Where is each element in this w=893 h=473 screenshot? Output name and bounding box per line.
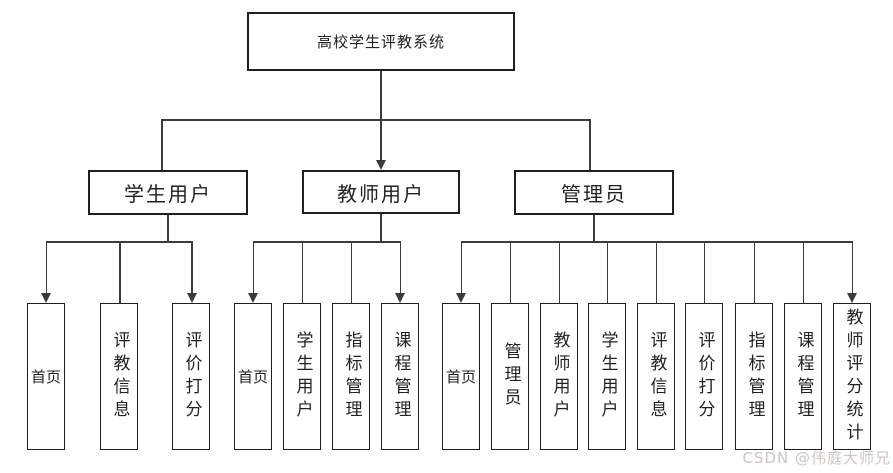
node-teacher-score-stats: 教师评分统计: [833, 303, 871, 450]
node-admin: 管理员: [514, 170, 674, 215]
node-indicator-mgmt: 指标管理: [332, 303, 370, 450]
node-teacher-home-label: 首页: [237, 368, 268, 386]
arrowhead-student-home: [41, 293, 51, 303]
node-eval-info-label: 评教信息: [109, 330, 130, 423]
node-rating-score: 评价打分: [172, 303, 210, 450]
node-admin-course-mgmt: 课程管理: [784, 303, 822, 450]
connector-student-stub: [167, 215, 169, 242]
node-admin-home: 首页: [442, 303, 480, 450]
connector-root-horizontal: [162, 119, 590, 121]
node-teacher-score-stats-label: 教师评分统计: [842, 307, 863, 446]
arrowhead-admin-home: [456, 293, 466, 303]
connector-student-child-2: [119, 241, 121, 303]
node-admin-teacher-user: 教师用户: [540, 303, 578, 450]
connector-admin-child-1: [460, 241, 462, 293]
node-admin-home-label: 首页: [445, 368, 476, 386]
node-admin-indicator-mgmt: 指标管理: [735, 303, 773, 450]
node-student-home: 首页: [27, 303, 65, 450]
connector-admin-child-7: [753, 241, 755, 303]
node-teacher-user: 教师用户: [302, 170, 460, 214]
node-admin-label: 管理员: [561, 182, 627, 206]
connector-student-child-3: [191, 241, 193, 293]
node-rating-score-label: 评价打分: [181, 330, 202, 423]
connector-admin-child-6: [703, 241, 705, 303]
node-eval-info: 评教信息: [100, 303, 138, 450]
node-root-label: 高校学生评教系统: [316, 33, 445, 51]
connector-admin-child-2: [509, 241, 511, 303]
connector-teacher-child-3: [350, 241, 352, 303]
node-student-user: 学生用户: [88, 170, 248, 215]
node-course-mgmt: 课程管理: [381, 303, 419, 450]
connector-teacher-child-4: [399, 241, 401, 293]
node-admin-eval-info-label: 评教信息: [646, 330, 667, 423]
csdn-watermark: CSDN @伟庭大师兄: [742, 449, 891, 467]
node-admin-student-user: 学生用户: [588, 303, 626, 450]
node-root-system: 高校学生评教系统: [247, 12, 515, 71]
connector-teacher-child-2: [301, 241, 303, 303]
node-student-home-label: 首页: [30, 368, 61, 386]
node-teacher-student-user-label: 学生用户: [292, 330, 313, 423]
node-admin-eval-info: 评教信息: [637, 303, 675, 450]
arrowhead-to-teacher-user: [376, 160, 386, 170]
arrowhead-teacher-home: [248, 293, 258, 303]
connector-admin-stub: [593, 215, 595, 242]
node-admin-rating-score: 评价打分: [685, 303, 723, 450]
arrowhead-teacher-score-stats: [847, 293, 857, 303]
node-course-mgmt-label: 课程管理: [390, 330, 411, 423]
connector-teacher-child-1: [252, 241, 254, 293]
node-teacher-user-label: 教师用户: [337, 181, 425, 206]
node-teacher-home: 首页: [234, 303, 272, 450]
connector-to-student-user: [161, 119, 163, 170]
connector-admin-child-4: [606, 241, 608, 303]
node-admin-student-user-label: 学生用户: [597, 330, 618, 423]
node-admin-teacher-user-label: 教师用户: [549, 330, 570, 423]
node-admin-course-mgmt-label: 课程管理: [793, 330, 814, 423]
connector-teacher-stub: [380, 214, 382, 242]
node-teacher-student-user: 学生用户: [283, 303, 321, 450]
arrowhead-course-mgmt: [395, 293, 405, 303]
connector-root-vertical: [380, 71, 382, 161]
node-student-user-label: 学生用户: [124, 182, 212, 206]
node-admin-rating-score-label: 评价打分: [694, 330, 715, 423]
node-admin-admin-label: 管理员: [500, 342, 521, 411]
connector-admin-child-9: [851, 241, 853, 293]
arrowhead-rating-score: [186, 293, 197, 303]
connector-teacher-horizontal: [253, 241, 401, 243]
connector-to-admin: [589, 119, 591, 170]
node-admin-indicator-mgmt-label: 指标管理: [744, 330, 765, 423]
connector-admin-child-3: [558, 241, 560, 303]
node-admin-admin: 管理员: [491, 303, 529, 450]
connector-student-child-1: [45, 241, 47, 293]
connector-admin-child-5: [655, 241, 657, 303]
node-indicator-mgmt-label: 指标管理: [341, 330, 362, 423]
connector-admin-child-8: [802, 241, 804, 303]
